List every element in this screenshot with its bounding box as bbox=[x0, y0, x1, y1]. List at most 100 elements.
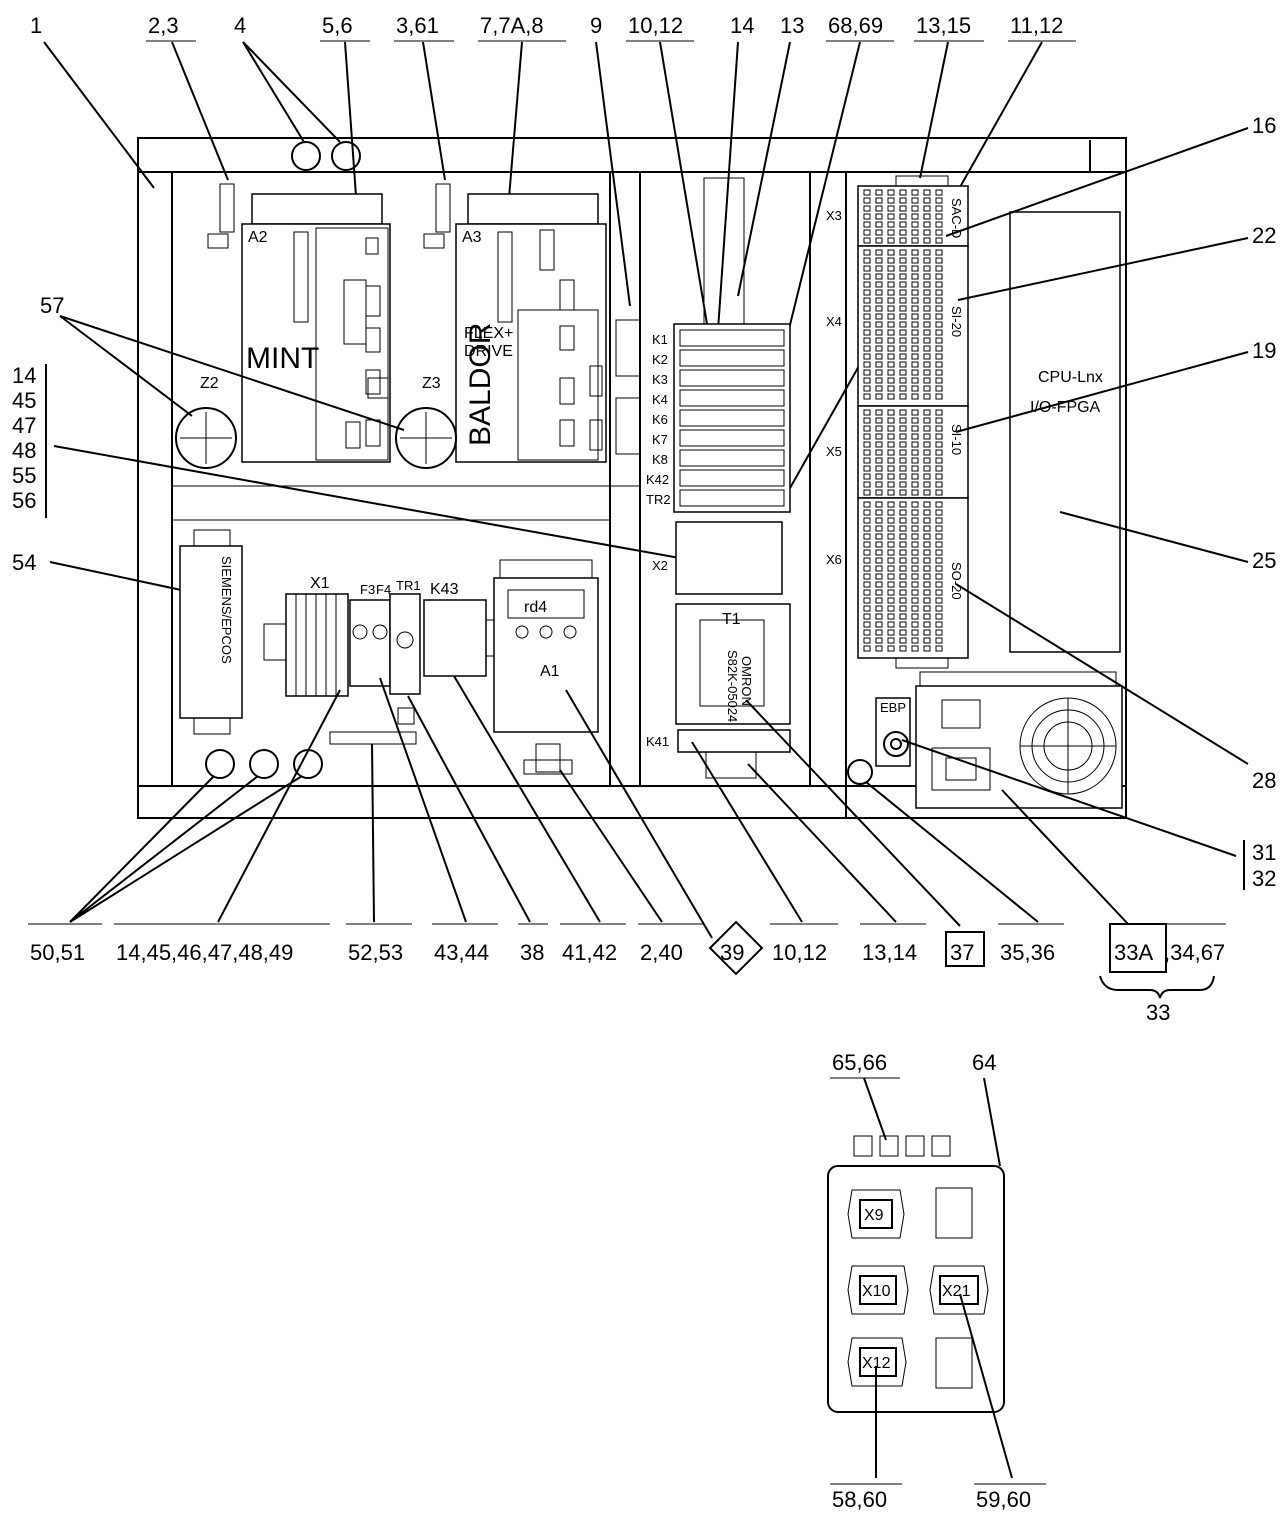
f3-label: F3 bbox=[360, 582, 375, 597]
power-fan: EBP bbox=[847, 671, 1123, 809]
callout-45-left: 45 bbox=[12, 388, 36, 413]
io-terminal bbox=[911, 525, 919, 532]
io-terminal bbox=[899, 425, 907, 432]
io-terminal bbox=[875, 409, 883, 416]
io-terminal bbox=[863, 509, 871, 516]
io-terminal bbox=[935, 621, 943, 628]
io-terminal bbox=[875, 197, 883, 204]
io-terminal bbox=[875, 589, 883, 596]
io-terminal bbox=[935, 629, 943, 636]
io-terminal bbox=[911, 465, 919, 472]
io-terminal bbox=[863, 417, 871, 424]
io-terminal bbox=[935, 525, 943, 532]
io-terminal bbox=[935, 549, 943, 556]
io-terminal bbox=[863, 629, 871, 636]
io-terminal bbox=[911, 457, 919, 464]
io-terminal bbox=[923, 629, 931, 636]
io-terminal bbox=[887, 441, 895, 448]
right-leaders bbox=[901, 127, 1249, 890]
io-terminal bbox=[887, 409, 895, 416]
io-terminal bbox=[935, 645, 943, 652]
io-terminal bbox=[935, 465, 943, 472]
io-terminal bbox=[899, 329, 907, 336]
io-terminal bbox=[875, 257, 883, 264]
io-terminal bbox=[935, 197, 943, 204]
io-terminal bbox=[863, 645, 871, 652]
io-terminal bbox=[923, 637, 931, 644]
io-terminal bbox=[911, 533, 919, 540]
io-x5: X5 bbox=[826, 444, 842, 459]
io-terminal bbox=[935, 345, 943, 352]
left-leaders bbox=[45, 315, 703, 595]
callout-59-60: 59,60 bbox=[976, 1487, 1031, 1512]
io-terminal bbox=[887, 377, 895, 384]
io-terminal bbox=[875, 581, 883, 588]
io-terminal bbox=[923, 573, 931, 580]
io-terminal bbox=[875, 361, 883, 368]
io-terminal bbox=[863, 589, 871, 596]
top-callouts: 1 2,3 4 5,6 3,61 7,7A,8 9 10,12 14 13 68… bbox=[30, 13, 1063, 38]
io-terminal bbox=[899, 289, 907, 296]
io-terminal bbox=[875, 509, 883, 516]
callout-1: 1 bbox=[30, 13, 42, 38]
io-terminal bbox=[911, 517, 919, 524]
io-terminal bbox=[923, 581, 931, 588]
io-terminal bbox=[923, 321, 931, 328]
io-terminal bbox=[911, 581, 919, 588]
io-terminal bbox=[899, 533, 907, 540]
io-terminal bbox=[935, 509, 943, 516]
relay-slot bbox=[679, 389, 785, 407]
relay-slot bbox=[679, 429, 785, 447]
io-terminal bbox=[911, 265, 919, 272]
io-terminal bbox=[863, 229, 871, 236]
io-terminal bbox=[935, 637, 943, 644]
callout-3-61: 3,61 bbox=[396, 13, 439, 38]
io-terminal bbox=[863, 353, 871, 360]
io-terminal bbox=[875, 465, 883, 472]
a3-brand: BALDOR bbox=[464, 323, 497, 446]
io-terminal bbox=[923, 257, 931, 264]
io-terminal bbox=[911, 433, 919, 440]
io-terminal bbox=[899, 629, 907, 636]
io-terminal bbox=[899, 605, 907, 612]
relay-slot bbox=[679, 369, 785, 387]
callout-11-12: 11,12 bbox=[1010, 13, 1063, 38]
io-terminal bbox=[887, 305, 895, 312]
x21-label: X21 bbox=[942, 1283, 971, 1300]
io-terminal bbox=[935, 533, 943, 540]
io-terminal bbox=[911, 313, 919, 320]
io-terminal bbox=[875, 533, 883, 540]
io-terminal bbox=[887, 597, 895, 604]
io-terminal bbox=[935, 409, 943, 416]
gland-top-2 bbox=[331, 141, 361, 171]
k41-label: K41 bbox=[646, 734, 669, 749]
callout-33a: 33A bbox=[1114, 940, 1153, 965]
io-terminal bbox=[935, 457, 943, 464]
io-terminal bbox=[935, 237, 943, 244]
callout-43-44: 43,44 bbox=[434, 940, 489, 965]
io-terminal bbox=[911, 637, 919, 644]
io-terminal bbox=[911, 425, 919, 432]
io-terminal bbox=[875, 501, 883, 508]
bottom-callouts: 50,51 14,45,46,47,48,49 52,53 43,44 38 4… bbox=[30, 940, 1225, 1025]
relay-k6: K6 bbox=[652, 412, 668, 427]
io-terminal bbox=[899, 621, 907, 628]
io-terminal bbox=[923, 249, 931, 256]
io-modules: X3 X4 X5 X6 SAC-D SI-20 SI-10 SO-20 bbox=[826, 175, 969, 669]
callout-9: 9 bbox=[590, 13, 602, 38]
io-terminal bbox=[923, 213, 931, 220]
io-terminal bbox=[875, 329, 883, 336]
io-terminal bbox=[875, 449, 883, 456]
io-terminal bbox=[923, 265, 931, 272]
io-terminal bbox=[923, 329, 931, 336]
io-terminal bbox=[911, 377, 919, 384]
io-terminal bbox=[935, 393, 943, 400]
callout-41-42: 41,42 bbox=[562, 940, 617, 965]
io-terminal bbox=[911, 197, 919, 204]
io-terminal bbox=[935, 273, 943, 280]
io-terminal bbox=[899, 541, 907, 548]
io-terminal bbox=[899, 265, 907, 272]
io-terminal bbox=[887, 589, 895, 596]
io-terminal bbox=[899, 481, 907, 488]
relay-slot bbox=[679, 489, 785, 507]
